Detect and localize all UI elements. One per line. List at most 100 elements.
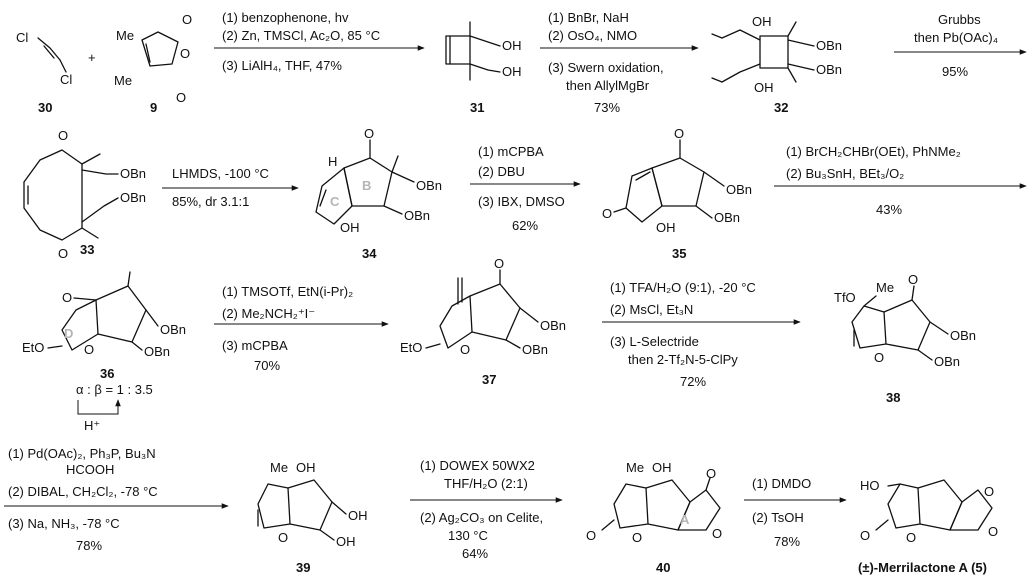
atom-me: Me: [626, 460, 644, 475]
structure-39: Me OH OH OH O 39: [257, 460, 368, 575]
atom-h: H: [328, 154, 337, 169]
atom-obn: OBn: [416, 178, 442, 193]
compound-label-30: 30: [38, 100, 52, 115]
atom-o: O: [586, 528, 596, 543]
step-2: (1) BnBr, NaH (2) OsO₄, NMO (3) Swern ox…: [540, 10, 699, 115]
structure-32: OH OH OBn OBn 32: [711, 14, 842, 115]
atom-oh: OH: [652, 460, 672, 475]
structure-34: H O OBn OBn OH B C 34: [315, 126, 442, 261]
step-9: (1) Pd(OAc)₂, Ph₃P, Bu₃N HCOOH (2) DIBAL…: [4, 446, 229, 553]
atom-eto: EtO: [400, 340, 422, 355]
step-10-yield: 64%: [462, 546, 488, 561]
ring-label-c: C: [330, 194, 340, 209]
compound-label-31: 31: [470, 100, 484, 115]
step-2-reagent-1: (1) BnBr, NaH: [548, 10, 629, 25]
atom-me: Me: [270, 460, 288, 475]
step-8: (1) TFA/H₂O (9:1), -20 °C (2) MsCl, Et₃N…: [602, 280, 801, 389]
atom-cl: Cl: [60, 72, 72, 87]
atom-obn: OBn: [120, 166, 146, 181]
atom-obn: OBn: [144, 344, 170, 359]
atom-o: O: [84, 342, 94, 357]
atom-obn: OBn: [160, 322, 186, 337]
step-11-yield: 78%: [774, 534, 800, 549]
atom-oh: OH: [752, 14, 772, 29]
step-11: (1) DMDO (2) TsOH 78%: [744, 476, 847, 549]
compound-label-39: 39: [296, 560, 310, 575]
step-6-yield: 43%: [876, 202, 902, 217]
atom-tfo: TfO: [834, 290, 856, 305]
step-2-reagent-2: (2) OsO₄, NMO: [548, 28, 637, 43]
step-8-yield: 72%: [680, 374, 706, 389]
atom-o: O: [632, 530, 642, 545]
step-3: Grubbs then Pb(OAc)₄ 95%: [894, 12, 1027, 79]
atom-o: O: [988, 524, 998, 539]
atom-o: O: [62, 290, 72, 305]
compound-label-36: 36: [100, 366, 114, 381]
atom-o: O: [712, 526, 722, 541]
step-1: (1) benzophenone, hv (2) Zn, TMSCl, Ac₂O…: [214, 10, 425, 73]
step-9-reagent-3: (2) DIBAL, CH₂Cl₂, -78 °C: [8, 484, 158, 499]
step-2-reagent-3: (3) Swern oxidation,: [548, 60, 664, 75]
atom-obn: OBn: [816, 62, 842, 77]
atom-obn: OBn: [934, 354, 960, 369]
final-product-label: (±)-Merrilactone A (5): [858, 560, 987, 575]
step-5-reagent-2: (2) DBU: [478, 164, 525, 179]
atom-me: Me: [116, 28, 134, 43]
step-5-yield: 62%: [512, 218, 538, 233]
compound-label-35: 35: [672, 246, 686, 261]
equilibrium-arrow: [77, 399, 121, 415]
compound-label-37: 37: [482, 372, 496, 387]
step-2-yield: 73%: [594, 100, 620, 115]
atom-oh: OH: [336, 534, 356, 549]
step-9-reagent-1: (1) Pd(OAc)₂, Ph₃P, Bu₃N: [8, 446, 156, 461]
acid-catalyst: H⁺: [84, 418, 100, 433]
atom-eto: EtO: [22, 340, 44, 355]
compound-label-34: 34: [362, 246, 377, 261]
step-5: (1) mCPBA (2) DBU (3) IBX, DMSO 62%: [470, 144, 581, 233]
atom-obn: OBn: [726, 182, 752, 197]
step-7-reagent-1: (1) TMSOTf, EtN(i-Pr)₂: [222, 284, 353, 299]
step-9-reagent-4: (3) Na, NH₃, -78 °C: [8, 516, 120, 531]
step-11-reagent-1: (1) DMDO: [752, 476, 811, 491]
atom-o: O: [278, 530, 288, 545]
structure-30: Cl Cl 30: [16, 30, 72, 115]
step-5-reagent-3: (3) IBX, DMSO: [478, 194, 565, 209]
step-9-yield: 78%: [76, 538, 102, 553]
step-1-reagent-1: (1) benzophenone, hv: [222, 10, 349, 25]
ring-label-d: D: [64, 326, 73, 341]
atom-o: O: [58, 128, 68, 143]
atom-obn: OBn: [714, 210, 740, 225]
step-8-reagent-1: (1) TFA/H₂O (9:1), -20 °C: [610, 280, 756, 295]
atom-o: O: [180, 46, 190, 61]
compound-label-32: 32: [774, 100, 788, 115]
atom-o: O: [874, 350, 884, 365]
atom-obn: OBn: [540, 318, 566, 333]
step-1-reagent-2: (2) Zn, TMSCl, Ac₂O, 85 °C: [222, 28, 380, 43]
step-8-reagent-2: (2) MsCl, Et₃N: [610, 302, 693, 317]
anomer-ratio: α : β = 1 : 3.5: [76, 382, 153, 397]
structure-33: O O OBn OBn 33: [23, 128, 146, 261]
step-7-yield: 70%: [254, 358, 280, 373]
structure-31: OH OH 31: [445, 21, 522, 115]
step-11-reagent-2: (2) TsOH: [752, 510, 804, 525]
atom-oh: OH: [502, 64, 522, 79]
atom-o: O: [176, 90, 186, 105]
step-10-reagent-2: THF/H₂O (2:1): [444, 476, 528, 491]
atom-obn: OBn: [120, 190, 146, 205]
structure-38: TfO Me O OBn OBn O 38: [834, 272, 976, 405]
compound-label-9: 9: [150, 100, 157, 115]
step-7-reagent-3: (3) mCPBA: [222, 338, 288, 353]
atom-obn: OBn: [816, 38, 842, 53]
atom-o: O: [602, 206, 612, 221]
step-7-reagent-2: (2) Me₂NCH₂⁺I⁻: [222, 306, 315, 321]
atom-oh: OH: [502, 38, 522, 53]
step-1-reagent-3: (3) LiAlH₄, THF, 47%: [222, 58, 342, 73]
atom-o: O: [984, 484, 994, 499]
structure-merrilactone-a: HO O O O O (±)-Merrilactone A (5): [858, 478, 998, 575]
step-10-reagent-3: (2) Ag₂CO₃ on Celite,: [420, 510, 543, 525]
step-3-reagent-1: Grubbs: [938, 12, 981, 27]
atom-o: O: [494, 256, 504, 271]
atom-o: O: [706, 466, 716, 481]
atom-me: Me: [876, 280, 894, 295]
